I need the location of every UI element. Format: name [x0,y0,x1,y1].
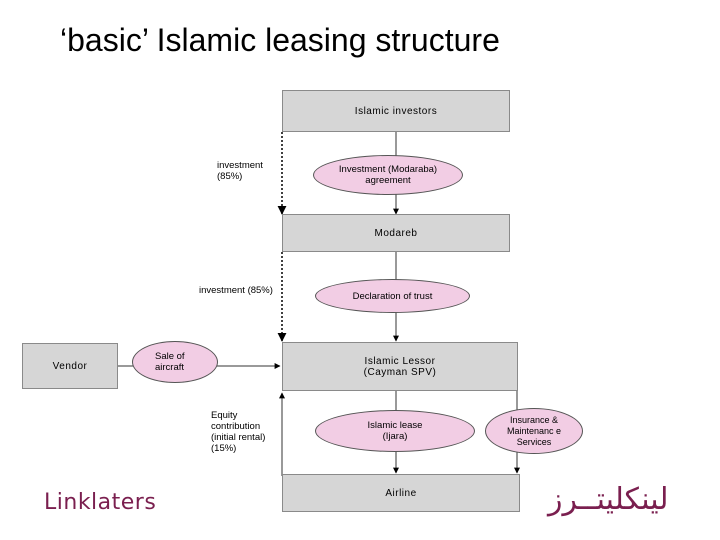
node-islamic-lessor: Islamic Lessor (Cayman SPV) [282,342,518,391]
node-islamic-investors: Islamic investors [282,90,510,132]
node-sale-of-aircraft: Sale of aircraft [132,341,218,383]
node-airline: Airline [282,474,520,512]
linklaters-arabic-logo: لينكليتــرز [548,482,669,517]
linklaters-logo: Linklaters [44,490,157,515]
node-islamic-lease: Islamic lease (Ijara) [315,410,475,452]
node-vendor: Vendor [22,343,118,389]
label-investment-top: investment (85%) [217,160,263,182]
node-modareb: Modareb [282,214,510,252]
node-insurance-maintenance: Insurance & Maintenanc e Services [485,408,583,454]
node-declaration-of-trust: Declaration of trust [315,279,470,313]
label-investment-mid: investment (85%) [199,285,273,296]
page-title: ‘basic’ Islamic leasing structure [60,22,500,58]
label-equity-contribution: Equity contribution (initial rental) (15… [211,410,266,454]
node-modaraba-agreement: Investment (Modaraba) agreement [313,155,463,195]
